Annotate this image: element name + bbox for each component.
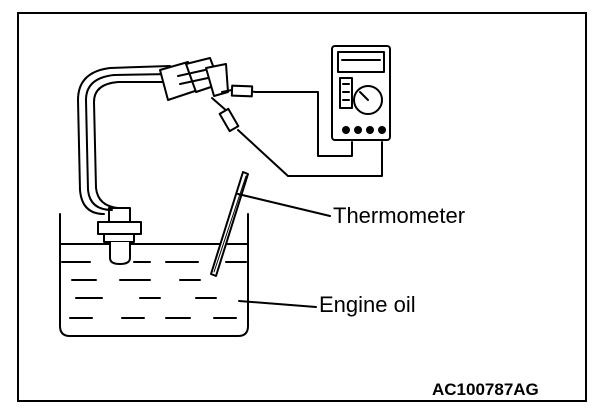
- oil-container: [59, 213, 249, 337]
- multimeter: [331, 45, 391, 141]
- sensor-harness: [77, 65, 173, 215]
- engine-oil-label: Engine oil: [319, 292, 416, 317]
- meter-leads: [237, 91, 383, 177]
- leader-lines: [237, 193, 331, 308]
- test-probes: [211, 84, 257, 133]
- harness-connector: [159, 57, 229, 101]
- temperature-sensor: [97, 207, 142, 265]
- figure-id: AC100787AG: [432, 380, 539, 399]
- thermometer: [210, 171, 249, 277]
- thermometer-label: Thermometer: [333, 203, 466, 228]
